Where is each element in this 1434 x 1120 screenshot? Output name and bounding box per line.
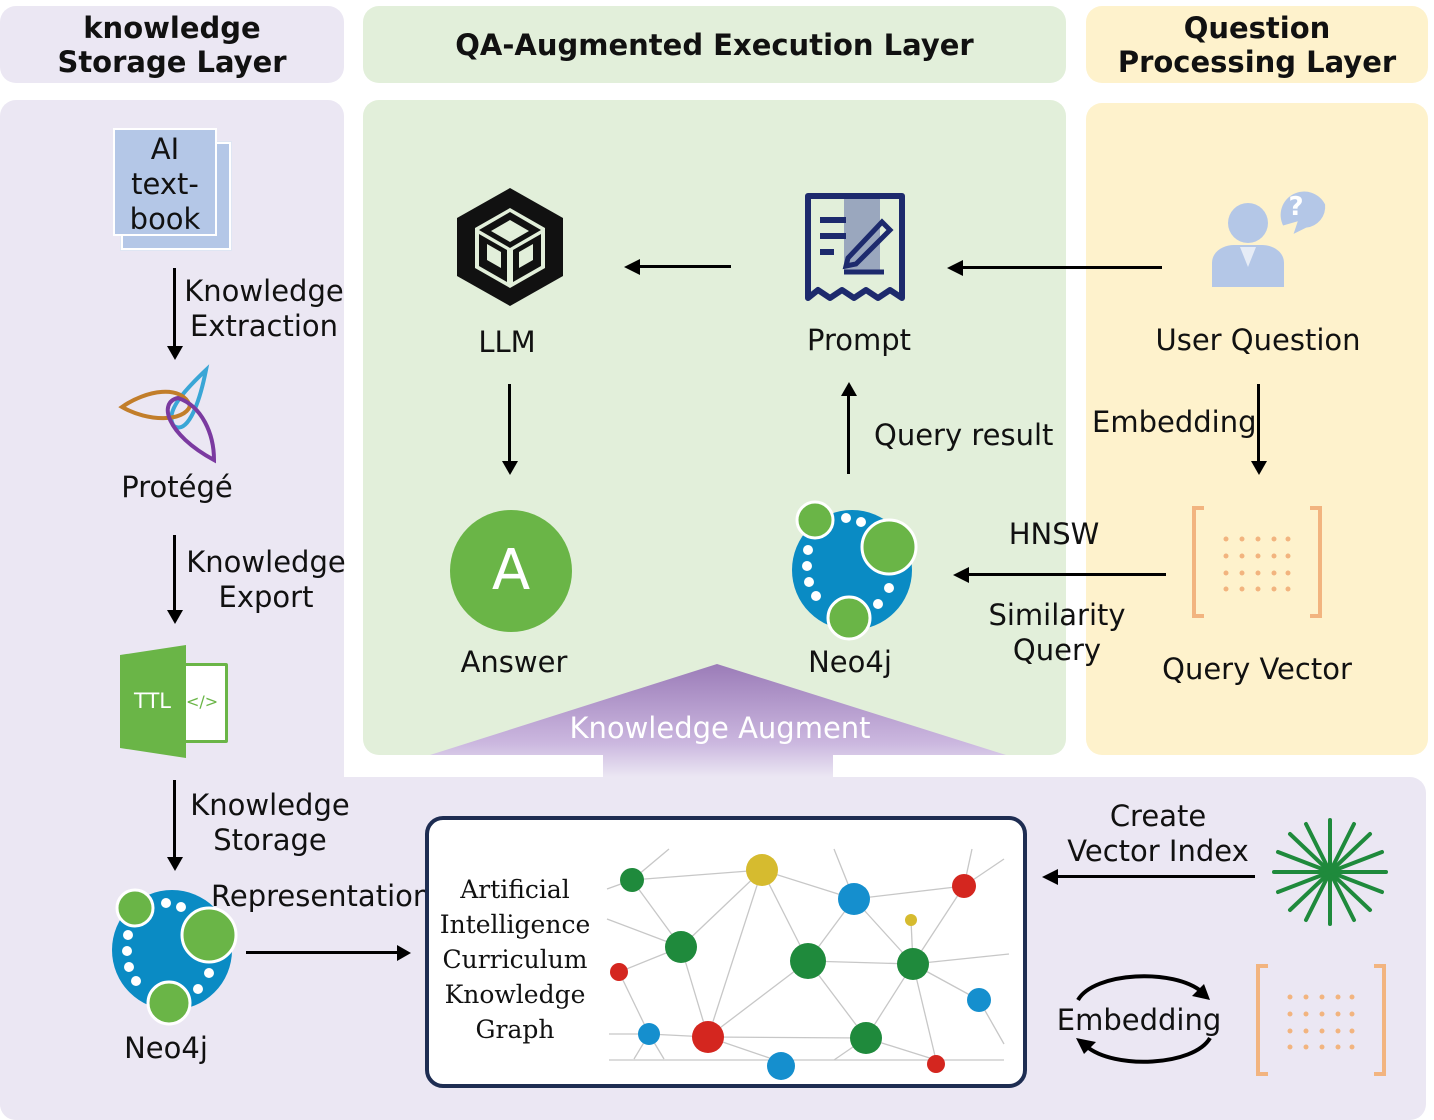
arrow-prompt-to-llm-head bbox=[624, 259, 640, 275]
representation-label: Representation bbox=[211, 879, 432, 913]
embedding-vector-icon bbox=[1256, 964, 1386, 1076]
arrow-llm-to-answer bbox=[508, 384, 511, 464]
execution-layer-header: QA-Augmented Execution Layer bbox=[363, 6, 1066, 83]
user-question-label: User Question bbox=[1155, 323, 1361, 357]
arrow-vector-to-neo4j bbox=[968, 573, 1166, 576]
arrow-embedding-top-head bbox=[1251, 461, 1267, 475]
storage-layer-header: knowledge Storage Layer bbox=[0, 6, 344, 83]
knowledge-graph-title: Artificial Intelligence Curriculum Knowl… bbox=[439, 875, 591, 1044]
knowledge-augment-label: Knowledge Augment bbox=[569, 711, 871, 745]
user-question-icon: ? bbox=[1212, 191, 1326, 287]
ttl-label: TTL bbox=[134, 689, 171, 713]
protege-logo-icon bbox=[118, 364, 217, 464]
arrow-llm-to-answer-head bbox=[502, 461, 518, 475]
prompt-label: Prompt bbox=[806, 323, 912, 357]
knowledge-graph-box: Artificial Intelligence Curriculum Knowl… bbox=[425, 816, 1027, 1088]
vector-index-star-icon bbox=[1272, 818, 1388, 926]
query-vector-label: Query Vector bbox=[1162, 652, 1352, 686]
arrow-vector-index-head bbox=[1042, 869, 1058, 885]
neo4j-storage-label: Neo4j bbox=[124, 1031, 208, 1065]
protege-label: Protégé bbox=[121, 470, 233, 504]
embedding-bottom-label: Embedding bbox=[1056, 1003, 1222, 1037]
arrow-question-to-prompt bbox=[962, 266, 1162, 269]
answer-label: Answer bbox=[460, 645, 568, 679]
llm-cube-icon bbox=[457, 188, 563, 306]
knowledge-extraction-label: Knowledge Extraction bbox=[184, 274, 344, 343]
create-vector-index-label: Create Vector Index bbox=[1067, 799, 1249, 868]
arrow-neo4j-to-prompt-head bbox=[841, 382, 857, 396]
question-layer-header: Question Processing Layer bbox=[1086, 6, 1428, 83]
llm-label: LLM bbox=[478, 325, 536, 359]
arrow-vector-to-neo4j-head bbox=[953, 567, 969, 583]
knowledge-export-label: Knowledge Export bbox=[186, 545, 346, 614]
arrow-export-head bbox=[167, 610, 183, 624]
arrow-extraction bbox=[173, 268, 176, 350]
answer-icon: A bbox=[450, 510, 572, 632]
answer-letter: A bbox=[491, 538, 531, 603]
arrow-neo4j-to-prompt bbox=[847, 396, 850, 474]
arrow-export bbox=[173, 535, 176, 613]
arrow-extraction-head bbox=[167, 346, 183, 360]
arrow-question-to-prompt-head bbox=[947, 260, 963, 276]
neo4j-execution-label: Neo4j bbox=[808, 645, 892, 679]
arrow-storage bbox=[173, 780, 176, 860]
knowledge-storage-label: Knowledge Storage bbox=[190, 788, 350, 857]
svg-text:?: ? bbox=[1288, 192, 1303, 222]
knowledge-graph-network bbox=[606, 848, 1010, 1080]
similarity-query-label: Similarity Query bbox=[988, 598, 1126, 667]
prompt-document-icon bbox=[805, 193, 905, 301]
textbook-document-icon: AI text-book bbox=[113, 128, 231, 250]
neo4j-storage-logo-icon bbox=[112, 888, 238, 1026]
arrow-representation-head bbox=[397, 945, 411, 961]
query-vector-icon bbox=[1192, 506, 1322, 618]
query-result-label: Query result bbox=[874, 418, 1054, 452]
ttl-file-icon: TTL </> bbox=[120, 645, 228, 758]
embedding-cycle-arrows bbox=[1076, 974, 1212, 1064]
code-glyph: </> bbox=[186, 692, 219, 711]
arrow-representation bbox=[246, 951, 398, 954]
hnsw-label: HNSW bbox=[1008, 517, 1100, 551]
arrow-storage-head bbox=[167, 857, 183, 871]
arrow-embedding-top bbox=[1257, 384, 1260, 464]
arrow-prompt-to-llm bbox=[640, 265, 731, 268]
textbook-label: AI text-book bbox=[129, 132, 201, 236]
embedding-top-label: Embedding bbox=[1092, 405, 1257, 439]
neo4j-execution-logo-icon bbox=[792, 500, 918, 641]
arrow-vector-index bbox=[1057, 875, 1255, 878]
